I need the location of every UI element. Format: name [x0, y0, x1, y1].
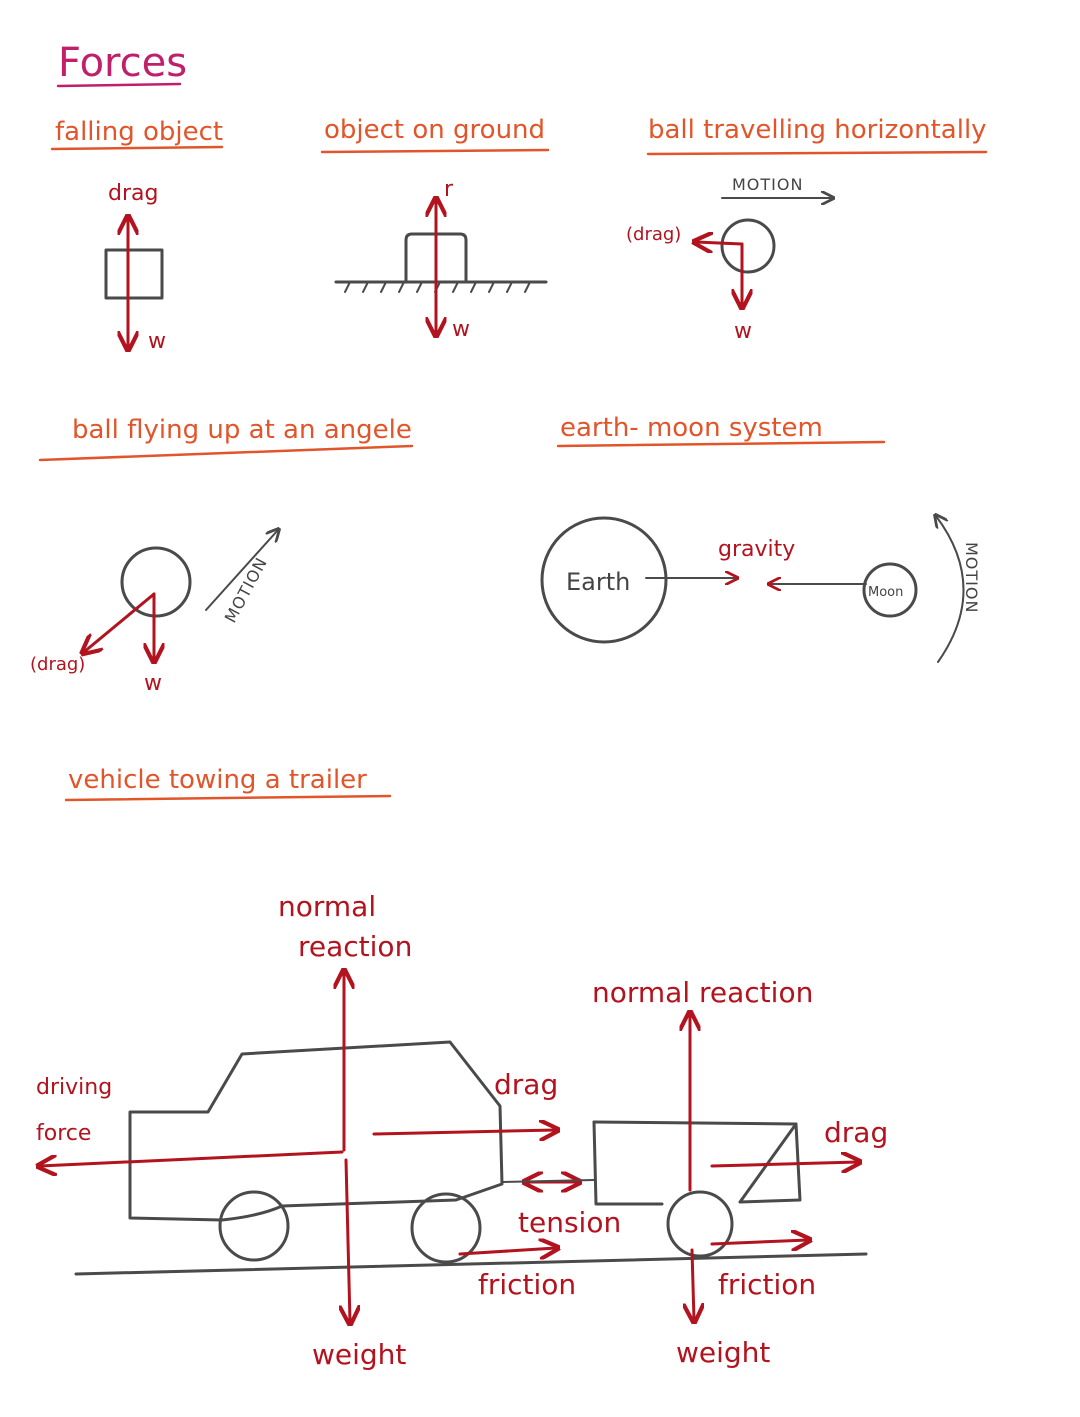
trailer-weight-label: weight	[676, 1336, 770, 1369]
tension-label: tension	[518, 1206, 621, 1239]
car-friction-arrow	[458, 1248, 556, 1254]
vehicle-trailer-diagram: vehicle towing a trailer driving force n…	[36, 765, 888, 1371]
gravity-label: gravity	[718, 537, 795, 562]
falling-object-box	[104, 248, 164, 300]
object-on-ground-heading: object on ground	[324, 115, 545, 145]
title-underline	[56, 82, 182, 88]
driving-force-label-line1: driving	[36, 1075, 112, 1100]
earth-label: Earth	[566, 568, 630, 596]
ball-horizontal-weight-label: w	[734, 319, 752, 344]
car-rear-wheel	[218, 1190, 290, 1262]
driving-force-label-line2: force	[36, 1121, 91, 1146]
trailer-drag-label: drag	[824, 1116, 888, 1149]
ball-angle-heading: ball flying up at an angele	[72, 415, 412, 445]
trailer-weight-arrow	[692, 1248, 694, 1320]
tow-bar	[501, 1179, 595, 1183]
car-front-wheel	[410, 1192, 482, 1264]
trailer-friction-arrow	[710, 1240, 808, 1244]
ball-angle-motion-arrow	[205, 530, 278, 611]
car-drag-arrow	[372, 1130, 556, 1134]
trailer-wheel	[666, 1190, 734, 1258]
ball-angle-drag-arrow	[84, 592, 156, 652]
ball-angle-diagram: ball flying up at an angele (drag) w MOT…	[30, 415, 414, 696]
ball-horizontal-heading: ball travelling horizontally	[648, 115, 987, 145]
earth-moon-diagram: earth- moon system Earth gravity Moon MO…	[540, 413, 981, 663]
ball-angle-weight-label: w	[144, 671, 162, 696]
trailer-top	[592, 1120, 798, 1126]
falling-object-weight-label: w	[148, 329, 166, 354]
car-normal-label-line1: normal	[278, 890, 376, 923]
object-on-ground-reaction-label: r	[444, 177, 454, 202]
ball-horizontal-drag-label: (drag)	[626, 224, 681, 245]
moon-label: Moon	[868, 585, 903, 600]
ball-horizontal-drag-arrow	[696, 242, 744, 244]
page-title: Forces	[58, 40, 187, 86]
falling-object-diagram: falling object drag w	[50, 117, 224, 354]
car-body	[128, 1040, 504, 1222]
ball-angle-underline	[38, 444, 414, 462]
falling-object-drag-label: drag	[108, 181, 158, 206]
falling-object-underline	[50, 145, 224, 151]
road-line	[74, 1252, 868, 1276]
page-title-group: Forces	[56, 40, 187, 88]
moon-circle	[862, 562, 918, 618]
car-weight-arrow	[346, 1158, 350, 1322]
earth-moon-motion-label: MOTION	[962, 542, 981, 613]
falling-object-heading: falling object	[55, 117, 223, 147]
trailer-friction-label: friction	[718, 1268, 816, 1301]
ball-horizontal-diagram: ball travelling horizontally MOTION (dra…	[626, 115, 988, 344]
vehicle-trailer-underline	[64, 794, 392, 802]
car-drag-label: drag	[494, 1068, 558, 1101]
ball-horizontal-motion-label: MOTION	[732, 175, 803, 194]
earth-moon-heading: earth- moon system	[560, 413, 823, 443]
car-friction-label: friction	[478, 1268, 576, 1301]
earth-moon-underline	[556, 440, 886, 448]
driving-force-arrow	[40, 1150, 344, 1166]
trailer-drag-arrow	[710, 1162, 858, 1166]
trailer-normal-label: normal reaction	[592, 976, 813, 1009]
car-weight-label: weight	[312, 1338, 406, 1371]
ball-horizontal-underline	[646, 150, 988, 156]
ball-angle-ball	[120, 546, 192, 618]
car-normal-label-line2: reaction	[298, 930, 412, 963]
ball-horizontal-ball	[720, 218, 776, 274]
vehicle-trailer-heading: vehicle towing a trailer	[68, 765, 367, 795]
ball-angle-drag-label: (drag)	[30, 654, 85, 675]
object-on-ground-diagram: object on ground r w	[320, 115, 550, 342]
object-on-ground-weight-label: w	[452, 317, 470, 342]
ground-hatching	[344, 281, 531, 293]
moon-orbit-arrow	[936, 516, 965, 663]
earth-circle	[540, 516, 668, 644]
object-on-ground-underline	[320, 148, 550, 154]
